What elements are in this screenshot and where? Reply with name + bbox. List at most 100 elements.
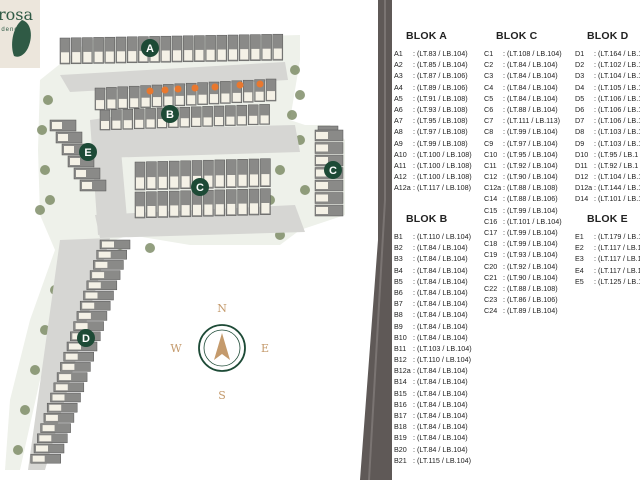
compass-w: W [170, 342, 182, 355]
unit-code: D4 [575, 82, 585, 92]
house-yard [96, 100, 104, 109]
house-yard [221, 93, 230, 103]
unit-code: B20 [394, 444, 407, 454]
unit-spec: : (LT.99 / LB.108) [413, 138, 468, 148]
unit-code: A1 [394, 49, 403, 58]
unit-spec: : (LT.104 / LB.1 [594, 71, 640, 81]
house-lot [79, 179, 107, 192]
unit-spec: : (LT.84 / LB.104) [413, 265, 468, 275]
house-lot [194, 35, 205, 62]
house-yard [118, 98, 127, 108]
tree-icon [37, 125, 47, 135]
unit-spec: : (LT.101 / LB.104) [503, 216, 562, 226]
unit-code: E2 [575, 243, 584, 253]
legend-unit-row: D7: (LT.106 / LB.1 [575, 115, 640, 126]
house-yard [250, 174, 258, 186]
unit-code: B8 [394, 310, 403, 320]
house-yard [193, 204, 201, 216]
legend-unit-row: C8: (LT.99 / LB.104) [484, 126, 562, 137]
legend-block-a: BLOK A A1: (LT.83 / LB.104)A2: (LT.85 / … [394, 30, 472, 193]
legend-unit-row: B18: (LT.84 / LB.104) [394, 421, 472, 432]
house-yard [210, 94, 218, 103]
house-yard [227, 203, 236, 215]
tree-icon [20, 405, 30, 415]
legend-block-a-title: BLOK A [406, 30, 448, 42]
house-lot [63, 351, 94, 362]
unit-code: B15 [394, 388, 407, 398]
house-lot [247, 104, 259, 126]
house-lot [99, 109, 111, 131]
unit-spec: : (LT.110 / LB.104) [413, 232, 472, 241]
house-lot [56, 372, 88, 382]
unit-code: C21 [484, 272, 498, 282]
house-lot [182, 35, 194, 63]
legend-unit-row: D10: (LT.95 / LB.1 [575, 149, 640, 160]
unit-code: A12a [394, 183, 411, 193]
house-yard [58, 134, 68, 141]
block-badge-d[interactable]: D [77, 329, 95, 347]
house-yard [45, 414, 58, 421]
unit-code: C20 [484, 261, 498, 271]
unit-spec: : (LT.88 / LB.108) [503, 183, 558, 193]
legend-unit-row: B11: (LT.103 / LB.104) [394, 343, 472, 354]
legend-unit-row: D3: (LT.104 / LB.1 [575, 70, 640, 81]
unit-code: D9 [575, 138, 585, 148]
unit-spec: : (LT.84 / LB.104) [503, 82, 558, 92]
house-yard [206, 49, 215, 61]
legend-unit-row: B21: (LT.115 / LB.104) [394, 455, 472, 466]
unit-code: B6 [394, 287, 403, 297]
legend-unit-row: B7: (LT.84 / LB.104) [394, 298, 472, 309]
unit-code: C4 [484, 82, 494, 92]
legend-unit-row: B6: (LT.84 / LB.104) [394, 287, 472, 298]
unit-code: D1 [575, 49, 585, 58]
block-badge-b[interactable]: B [161, 105, 179, 123]
unit-spec: : (LT.84 / LB.104) [413, 422, 468, 432]
house-lot [70, 37, 82, 65]
house-yard [82, 302, 95, 309]
unit-spec: : (LT.86 / LB.106) [503, 295, 558, 305]
legend-unit-row: C18: (LT.99 / LB.104) [484, 238, 562, 249]
legend-unit-row: D6: (LT.106 / LB.1 [575, 104, 640, 115]
legend-unit-row: C14: (LT.88 / LB.106) [484, 193, 562, 204]
accent-tree-icon [191, 84, 199, 92]
house-yard [112, 120, 121, 129]
house-lot [86, 280, 118, 291]
block-badge-a[interactable]: A [141, 39, 159, 57]
house-yard [229, 49, 237, 60]
compass-s: S [218, 389, 226, 402]
house-yard [180, 118, 189, 127]
house-lot [157, 161, 169, 190]
legend-unit-row: B3: (LT.84 / LB.104) [394, 253, 472, 264]
house-yard [72, 52, 81, 63]
block-badge-c-right[interactable]: C [324, 161, 342, 179]
logo: rosa idence [0, 0, 40, 68]
house-yard [55, 384, 68, 391]
unit-spec: : (LT.84 / LB.104) [503, 93, 558, 103]
house-yard [92, 272, 105, 279]
unit-code: D10 [575, 149, 589, 159]
legend-unit-row: B1: (LT.110 / LB.104) [394, 231, 472, 242]
accent-tree-icon [236, 81, 244, 89]
unit-code: D11 [575, 160, 588, 170]
unit-spec: : (LT.84 / LB.104) [413, 366, 468, 376]
legend-block-c: BLOK C C1: (LT.108 / LB.104)C2: (LT.84 /… [484, 30, 562, 317]
unit-code: B5 [394, 276, 403, 286]
legend-unit-row: C16: (LT.101 / LB.104) [484, 216, 562, 227]
house-yard [184, 50, 193, 61]
unit-spec: : (LT.103 / LB.1 [594, 127, 640, 137]
house-lot [96, 249, 127, 260]
legend-block-b: BLOK B B1: (LT.110 / LB.104)B2: (LT.84 /… [394, 213, 472, 466]
house-yard [39, 435, 52, 442]
unit-spec: : (LT.84 / LB.104) [413, 433, 468, 443]
block-badge-c-center[interactable]: C [191, 178, 209, 196]
house-lot [30, 453, 61, 464]
legend-unit-row: B9: (LT.84 / LB.104) [394, 321, 472, 332]
legend-unit-row: E3: (LT.117 / LB.1 [575, 253, 640, 264]
block-badge-e[interactable]: E [79, 143, 97, 161]
unit-code: D12 [575, 172, 589, 182]
house-yard [98, 251, 111, 258]
unit-spec: : (LT.93 / LB.104) [503, 250, 558, 260]
house-yard [198, 94, 207, 104]
house-lot [122, 108, 134, 130]
house-lot [133, 108, 145, 130]
